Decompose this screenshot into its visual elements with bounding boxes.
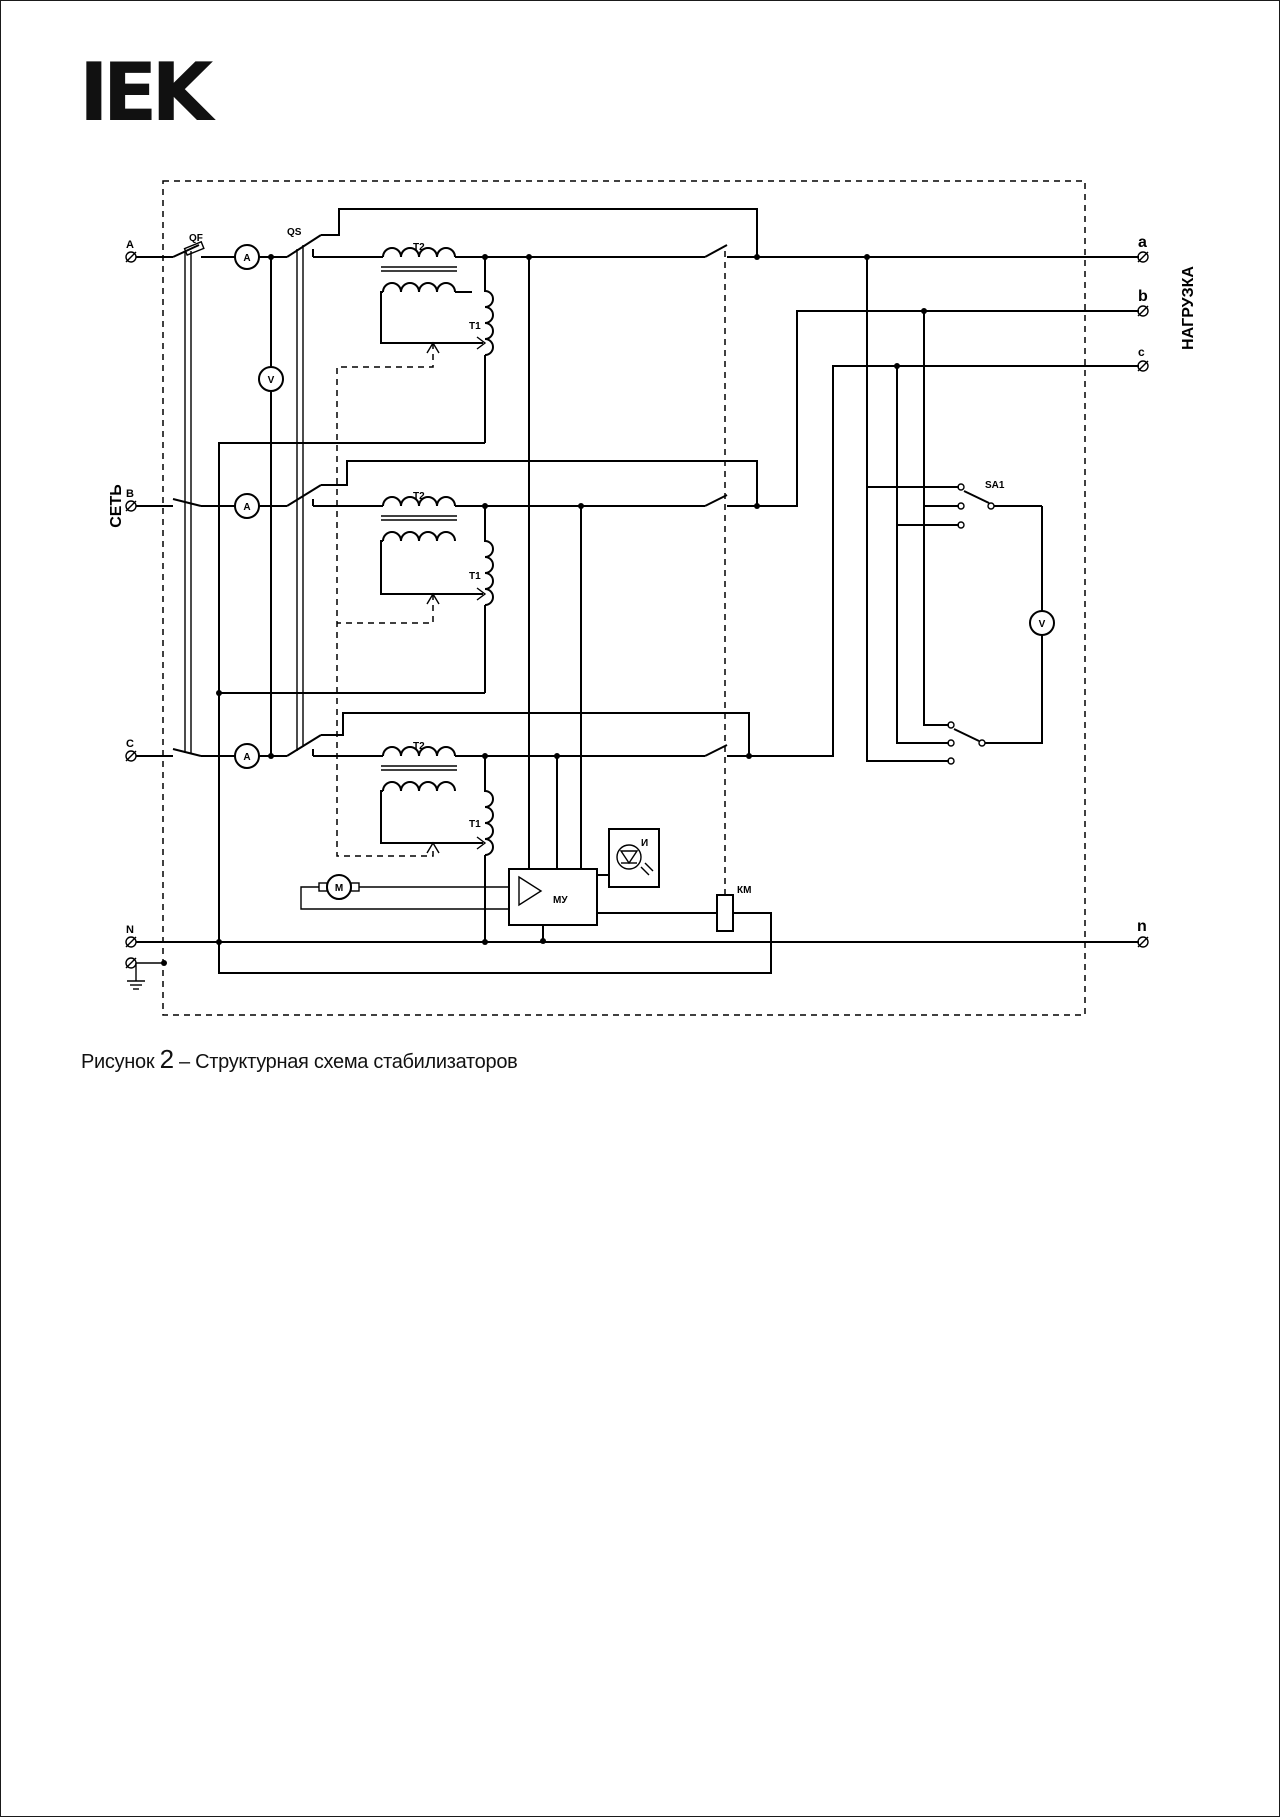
ground-terminal: [125, 957, 167, 990]
svg-text:T2: T2: [413, 741, 425, 752]
qf-label: QF: [189, 233, 203, 244]
svg-text:a: a: [1138, 234, 1147, 251]
output-terminal-n: n: [1137, 918, 1149, 948]
input-voltmeter: V: [258, 366, 284, 392]
transformer-stage-a: T2 T1: [218, 242, 494, 941]
svg-text:A: A: [243, 253, 250, 264]
svg-text:A: A: [243, 502, 250, 513]
ammeter-a: A: [234, 244, 260, 270]
svg-text:n: n: [1137, 918, 1147, 935]
input-terminal-n: N: [125, 924, 137, 948]
output-terminal-b: b: [1137, 288, 1149, 317]
svg-text:SA1: SA1: [985, 480, 1005, 491]
svg-text:A: A: [243, 752, 250, 763]
svg-text:V: V: [268, 375, 275, 386]
set-label: СЕТЬ: [108, 484, 125, 528]
svg-text:T1: T1: [469, 819, 481, 830]
svg-text:V: V: [1039, 619, 1046, 630]
ammeter-c: A: [234, 743, 260, 769]
svg-text:B: B: [126, 488, 134, 500]
control-unit-mu: МУ: [508, 868, 598, 926]
transformer-stage-b: T2 T1: [216, 491, 494, 696]
svg-text:МУ: МУ: [553, 895, 568, 906]
input-terminal-c: C: [125, 738, 137, 762]
svg-text:T1: T1: [469, 571, 481, 582]
output-voltmeter: V: [1029, 610, 1055, 636]
indicator-lamp: И: [608, 828, 660, 888]
svg-text:c: c: [1138, 345, 1145, 359]
iek-logo: IEK: [79, 46, 213, 139]
nagruzka-label: НАГРУЗКА: [1180, 266, 1197, 350]
caption-text: – Структурная схема стабилизаторов: [179, 1051, 518, 1073]
contactor-km: КМ: [716, 885, 751, 932]
svg-text:M: M: [335, 883, 343, 894]
svg-text:b: b: [1138, 288, 1148, 305]
svg-text:T2: T2: [413, 491, 425, 502]
stabilizer-schematic: A B C N СЕТЬ QF: [108, 180, 1197, 1016]
output-terminal-a: a: [1137, 234, 1149, 263]
enclosure-boundary: [162, 180, 1086, 1016]
qf-breaker-symbol: [183, 240, 205, 256]
svg-text:C: C: [126, 738, 134, 750]
transformer-stage-c: T2 T1: [380, 741, 494, 941]
qs-label: QS: [287, 227, 302, 238]
output-terminal-c: c: [1137, 345, 1149, 372]
svg-text:И: И: [641, 838, 648, 849]
svg-text:N: N: [126, 924, 134, 936]
svg-text:КМ: КМ: [737, 885, 751, 896]
svg-text:A: A: [126, 239, 134, 251]
caption-prefix: Рисунок: [81, 1051, 155, 1073]
figure-caption: Рисунок 2 – Структурная схема стабилизат…: [81, 1044, 518, 1075]
servo-motor: M: [318, 874, 360, 900]
sa1-selector-bottom: [947, 721, 986, 765]
input-terminal-a: A: [125, 239, 137, 263]
input-terminal-b: B: [125, 488, 137, 512]
ammeter-b: A: [234, 493, 260, 519]
caption-number: 2: [159, 1044, 174, 1074]
svg-text:T1: T1: [469, 321, 481, 332]
sa1-selector-top: SA1: [957, 480, 1005, 529]
svg-text:T2: T2: [413, 242, 425, 253]
